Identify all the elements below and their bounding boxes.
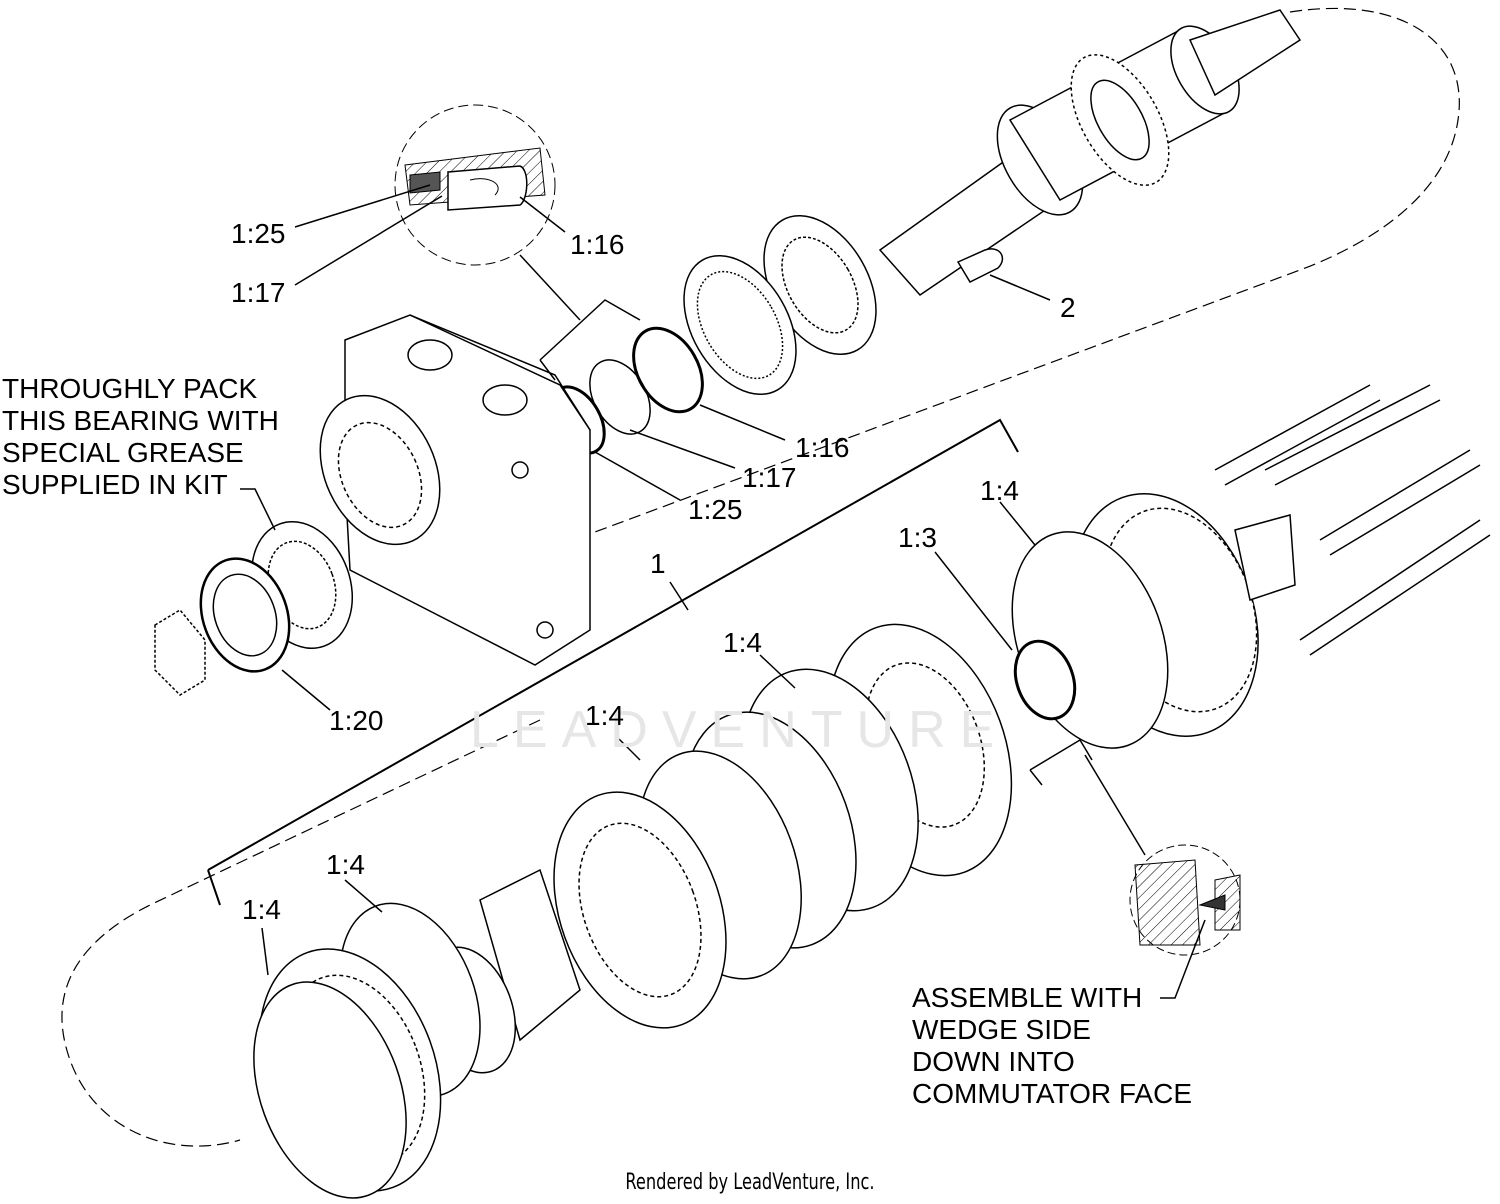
callout-1-3: 1:3 (898, 522, 937, 553)
callout-1-4-b: 1:4 (585, 700, 624, 731)
callout-1-25-mid: 1:25 (688, 494, 743, 525)
callout-1-16-mid: 1:16 (795, 432, 850, 463)
grease-note-line: SUPPLIED IN KIT (2, 469, 228, 500)
callout-1-4-d: 1:4 (242, 894, 281, 925)
assemble-note-line: ASSEMBLE WITH (912, 982, 1143, 1013)
callout-1-17-top: 1:17 (231, 277, 286, 308)
woodruff-key (956, 248, 1004, 283)
callout-1-16-top: 1:16 (570, 229, 625, 260)
grease-note-line: THIS BEARING WITH (2, 405, 279, 436)
assemble-note-line: WEDGE SIDE (912, 1014, 1091, 1045)
callout-2: 2 (1060, 292, 1076, 323)
footer-credit: Rendered by LeadVenture, Inc. (625, 1170, 875, 1195)
grease-note-line: SPECIAL GREASE (2, 437, 244, 468)
callout-1: 1 (650, 548, 666, 579)
dashed-outline (61, 7, 1460, 1147)
assemble-note-line: DOWN INTO (912, 1046, 1075, 1077)
wedge-detail-magnifier (1129, 844, 1241, 956)
front-bearing-and-seal (154, 521, 354, 696)
item-1-bracket (207, 418, 1019, 906)
assemble-note-line: COMMUTATOR FACE (912, 1078, 1192, 1109)
callout-1-25-top: 1:25 (231, 218, 286, 249)
callout-1-17-mid: 1:17 (742, 462, 797, 493)
callout-1-4-right: 1:4 (980, 475, 1019, 506)
gerotor-stack (253, 531, 1169, 1199)
thrust-bearing-set (550, 215, 877, 455)
leader-lines (240, 184, 1206, 999)
callout-1-4-a: 1:4 (723, 627, 762, 658)
watermark: LEADVENTURE (470, 701, 1009, 759)
motor-housing (319, 314, 591, 666)
grease-note: THROUGHLY PACK THIS BEARING WITH SPECIAL… (2, 373, 279, 501)
callout-1-20: 1:20 (329, 705, 384, 736)
output-shaft (878, 9, 1302, 296)
callout-1-4-c: 1:4 (326, 849, 365, 880)
grease-note-line: THROUGHLY PACK (2, 373, 258, 404)
assemble-note: ASSEMBLE WITH WEDGE SIDE DOWN INTO COMMU… (912, 982, 1192, 1110)
seal-detail-magnifier (394, 104, 556, 266)
